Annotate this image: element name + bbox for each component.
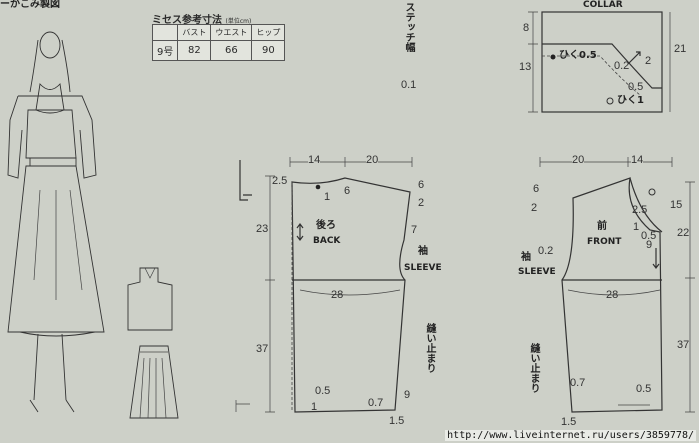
size-value-hip: 90 xyxy=(251,40,286,61)
size-table-row: 9号 82 66 90 xyxy=(151,40,286,61)
front-bodice-pattern xyxy=(539,157,695,413)
size-header-hip: ヒップ xyxy=(251,24,286,41)
size-header-bust: バスト xyxy=(177,24,212,41)
skirt-flat-sketch xyxy=(129,345,179,419)
back-dim-inner-6: 6 xyxy=(344,185,351,197)
back-dim-armhole-depth: 23 xyxy=(256,223,269,235)
collar-dim-left-top: 8 xyxy=(523,22,530,34)
back-dim-shoulder-2: 2 xyxy=(418,197,425,209)
back-bodice-pattern xyxy=(235,157,413,413)
back-hem-dim-1: 1 xyxy=(311,401,318,413)
back-label-jp: 後ろ xyxy=(316,220,336,231)
back-top-dim-1: 14 xyxy=(308,154,321,166)
front-bust-dim: 28 xyxy=(606,289,619,301)
front-label-en: FRONT xyxy=(587,237,622,247)
size-value-waist: 66 xyxy=(210,40,253,61)
back-label-en: BACK xyxy=(313,236,341,246)
back-dim-neck: 2.5 xyxy=(272,175,288,187)
collar-dim-right: 21 xyxy=(674,43,687,55)
back-sleeve-en: SLEEVE xyxy=(404,263,442,273)
collar-dim-left-bottom: 13 xyxy=(519,61,532,73)
back-hem-dim-07: 0.7 xyxy=(368,397,384,409)
front-dim-side-02: 0.2 xyxy=(538,245,554,257)
back-bust-dim: 28 xyxy=(331,289,344,301)
size-table-title-text: ミセス参考寸法 xyxy=(152,15,222,26)
back-slit-note: 縫い止まり xyxy=(424,323,435,373)
front-dim-05: 0.5 xyxy=(641,230,657,242)
front-hem-dim-05: 0.5 xyxy=(636,383,652,395)
collar-dim-c: 2 xyxy=(645,55,652,67)
collar-pull-note-1: ひく0.5 xyxy=(559,50,597,61)
stitch-width-value: 0.1 xyxy=(401,79,417,91)
front-dim-25: 2.5 xyxy=(632,204,648,216)
back-hem-dim-05: 0.5 xyxy=(315,385,331,397)
size-table-title: ミセス参考寸法 (単位cm) xyxy=(152,11,251,26)
stitch-width-note: ステッチ幅 xyxy=(403,2,414,52)
size-table-header-row: バスト ウエスト ヒップ xyxy=(151,24,286,41)
front-dim-side-2: 2 xyxy=(531,202,538,214)
collar-dim-a: 0.5 xyxy=(628,81,644,93)
back-dim-inner-1: 1 xyxy=(324,191,331,203)
front-top-dim-1: 20 xyxy=(572,154,585,166)
collar-title: COLLAR xyxy=(583,0,623,10)
front-dim-1: 1 xyxy=(633,221,640,233)
back-sleeve-jp: 袖 xyxy=(418,246,428,257)
collar-pattern xyxy=(528,11,671,113)
collar-dim-b: 0.2 xyxy=(614,60,630,72)
back-dim-shoulder-6: 6 xyxy=(418,179,425,191)
back-dim-skirt-length: 37 xyxy=(256,343,269,355)
front-dim-15: 15 xyxy=(670,199,683,211)
fashion-figure-illustration xyxy=(7,31,105,413)
front-dim-side-6: 6 xyxy=(533,183,540,195)
back-top-dim-2: 20 xyxy=(366,154,379,166)
front-dim-9: 9 xyxy=(646,239,653,251)
back-hem-dim-15: 1.5 xyxy=(389,415,405,427)
size-table-corner xyxy=(151,24,179,41)
front-slit-note: 縫い止まり xyxy=(528,343,539,393)
front-sleeve-en: SLEEVE xyxy=(518,267,556,277)
front-hem-dim-15: 1.5 xyxy=(561,416,577,428)
front-label-jp: 前 xyxy=(597,221,607,232)
size-value-bust: 82 xyxy=(177,40,212,61)
collar-pull-note-2: ひく1 xyxy=(617,95,644,106)
size-header-waist: ウエスト xyxy=(210,24,253,41)
source-url: http://www.liveinternet.ru/users/3859778… xyxy=(445,430,696,441)
size-reference-table: バスト ウエスト ヒップ 9号 82 66 90 xyxy=(151,24,286,61)
front-dim-22: 22 xyxy=(677,227,690,239)
front-dim-37: 37 xyxy=(677,339,690,351)
back-dim-sleeve-7: 7 xyxy=(411,224,418,236)
front-sleeve-jp: 袖 xyxy=(521,252,531,263)
back-hem-dim-9: 9 xyxy=(404,389,411,401)
front-hem-dim-07: 0.7 xyxy=(570,377,586,389)
header-fragment: ーかこみ製図 xyxy=(0,0,60,10)
size-table-unit: (単位cm) xyxy=(225,18,252,25)
size-row-label: 9号 xyxy=(151,40,179,61)
front-top-dim-2: 14 xyxy=(631,154,644,166)
top-flat-sketch xyxy=(127,267,173,331)
